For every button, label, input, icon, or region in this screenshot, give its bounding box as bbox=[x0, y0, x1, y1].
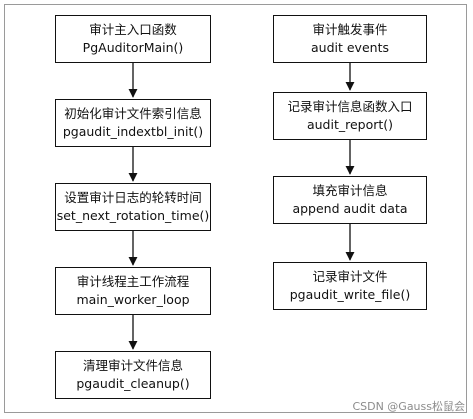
watermark: CSDN @Gauss松鼠会 bbox=[352, 400, 465, 413]
box-write-file: 记录审计文件 pgaudit_write_file() bbox=[273, 262, 427, 310]
box-function: pgaudit_write_file() bbox=[289, 287, 411, 302]
box-function: set_next_rotation_time() bbox=[56, 208, 210, 223]
box-function: main_worker_loop bbox=[76, 292, 190, 307]
box-title: 记录审计信息函数入口 bbox=[287, 99, 413, 114]
diagram-frame bbox=[4, 4, 467, 413]
box-title: 初始化审计文件索引信息 bbox=[64, 106, 202, 121]
box-title: 审计触发事件 bbox=[312, 22, 388, 37]
box-title: 清理审计文件信息 bbox=[82, 358, 183, 373]
box-function: audit_report() bbox=[306, 117, 394, 132]
box-function: pgaudit_indextbl_init() bbox=[62, 124, 204, 139]
box-audit-events: 审计触发事件 audit events bbox=[273, 15, 427, 63]
box-title: 审计主入口函数 bbox=[89, 22, 177, 37]
box-title: 审计线程主工作流程 bbox=[76, 274, 190, 289]
box-rotation-time: 设置审计日志的轮转时间 set_next_rotation_time() bbox=[55, 183, 211, 231]
box-function: pgaudit_cleanup() bbox=[76, 376, 190, 391]
box-function: append audit data bbox=[292, 201, 408, 216]
box-pgauditor-main: 审计主入口函数 PgAuditorMain() bbox=[55, 15, 211, 63]
box-title: 填充审计信息 bbox=[312, 183, 388, 198]
box-function: audit events bbox=[311, 40, 389, 55]
box-function: PgAuditorMain() bbox=[82, 40, 184, 55]
box-main-worker-loop: 审计线程主工作流程 main_worker_loop bbox=[55, 267, 211, 315]
box-append-audit-data: 填充审计信息 append audit data bbox=[273, 176, 427, 224]
box-title: 设置审计日志的轮转时间 bbox=[64, 190, 202, 205]
box-indextbl-init: 初始化审计文件索引信息 pgaudit_indextbl_init() bbox=[55, 99, 211, 147]
box-cleanup: 清理审计文件信息 pgaudit_cleanup() bbox=[55, 351, 211, 399]
box-title: 记录审计文件 bbox=[312, 269, 388, 284]
box-audit-report: 记录审计信息函数入口 audit_report() bbox=[273, 92, 427, 140]
